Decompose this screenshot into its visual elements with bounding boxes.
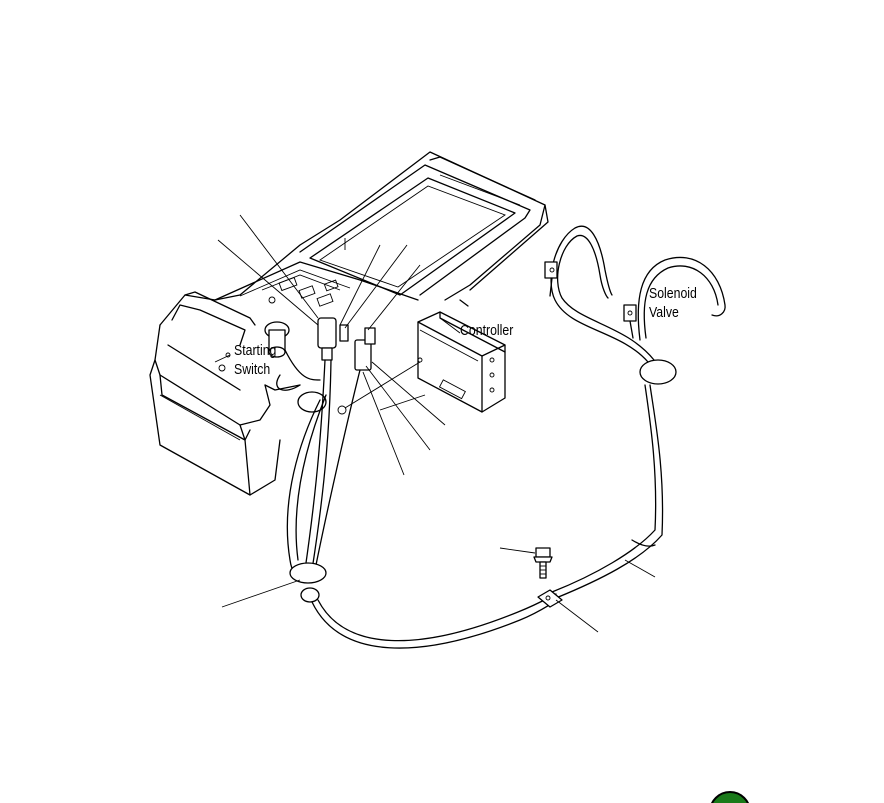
solenoid-valve-label-line2: Valve: [649, 304, 679, 321]
leader-lines: [214, 214, 656, 633]
starting-switch-label-line1: Starting: [234, 342, 277, 359]
controller-label: Controller: [460, 321, 513, 340]
harness-cables: [276, 225, 726, 649]
controller-box: [417, 299, 506, 413]
connector-group: [317, 317, 376, 415]
clamp-and-bolt: [533, 547, 563, 608]
solenoid-valve-label: Solenoid Valve: [649, 284, 697, 322]
controller-label-text: Controller: [460, 322, 514, 339]
green-circle-icon: [711, 791, 749, 803]
starting-switch-label-line2: Switch: [234, 361, 271, 378]
solenoid-valve-label-line1: Solenoid: [649, 285, 697, 302]
starting-switch-label: Starting Switch: [234, 341, 276, 379]
